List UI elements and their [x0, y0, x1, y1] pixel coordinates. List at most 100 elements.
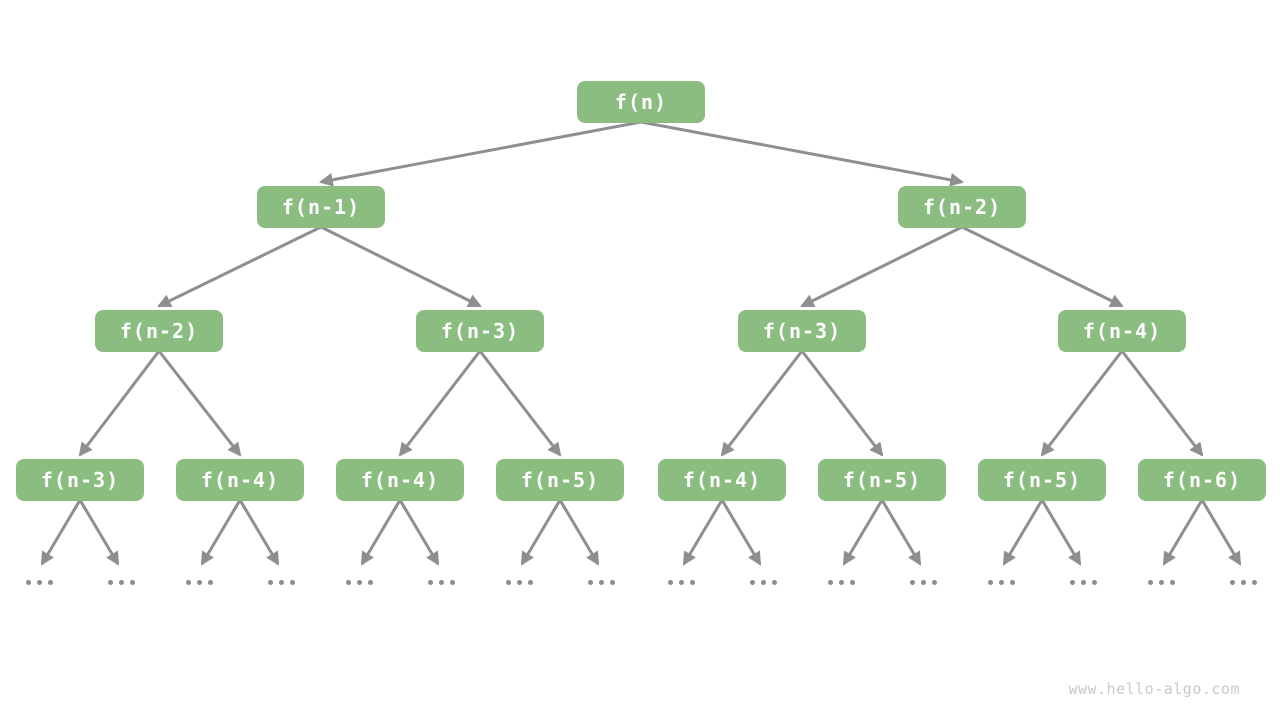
tree-node-n4: f(n-3) [416, 310, 544, 352]
ellipsis-leaf [185, 580, 213, 585]
ellipsis-leaf [987, 580, 1015, 585]
ellipsis-dot [609, 580, 615, 585]
ellipsis-leaf [427, 580, 455, 585]
edge-arrow [720, 499, 762, 566]
edge-arrow [520, 499, 562, 566]
ellipsis-leaf [505, 580, 533, 585]
ellipsis-dot [129, 580, 135, 585]
edge-arrow [880, 499, 922, 566]
edge-arrow [640, 120, 965, 187]
tree-node-n5: f(n-3) [738, 310, 866, 352]
edge-arrow [200, 499, 242, 566]
ellipsis-dot [1080, 580, 1086, 585]
ellipsis-dot [998, 580, 1004, 585]
ellipsis-leaf [1229, 580, 1257, 585]
tree-node-n8: f(n-4) [176, 459, 304, 501]
edge-arrow [398, 350, 482, 457]
ellipsis-dot [909, 580, 915, 585]
ellipsis-dot [667, 580, 673, 585]
watermark: www.hello-algo.com [1068, 680, 1240, 698]
tree-node-n0: f(n) [577, 81, 705, 123]
ellipsis-dot [185, 580, 191, 585]
tree-node-n9: f(n-4) [336, 459, 464, 501]
edge-arrow [40, 499, 82, 566]
edge-arrow [157, 225, 322, 308]
tree-node-n3: f(n-2) [95, 310, 223, 352]
ellipsis-dot [760, 580, 766, 585]
ellipsis-dot [1158, 580, 1164, 585]
ellipsis-dot [25, 580, 31, 585]
ellipsis-dot [427, 580, 433, 585]
ellipsis-dot [749, 580, 755, 585]
ellipsis-dot [678, 580, 684, 585]
tree-node-n1: f(n-1) [257, 186, 385, 228]
tree-node-n14: f(n-6) [1138, 459, 1266, 501]
ellipsis-dot [849, 580, 855, 585]
ellipsis-leaf [749, 580, 777, 585]
tree-node-n12: f(n-5) [818, 459, 946, 501]
ellipsis-dot [1240, 580, 1246, 585]
tree-node-n10: f(n-5) [496, 459, 624, 501]
ellipsis-leaf [345, 580, 373, 585]
ellipsis-leaf [267, 580, 295, 585]
edge-arrow [800, 350, 884, 457]
ellipsis-dot [267, 580, 273, 585]
ellipsis-dot [196, 580, 202, 585]
edge-arrow [1120, 350, 1204, 457]
ellipsis-dot [118, 580, 124, 585]
ellipsis-dot [207, 580, 213, 585]
edge-arrow [320, 225, 482, 308]
edge-arrow [1002, 499, 1044, 566]
edge-arrow [1200, 499, 1242, 566]
ellipsis-leaf [667, 580, 695, 585]
edge-arrow [360, 499, 402, 566]
edge-arrow [682, 499, 724, 566]
edge-arrow [478, 350, 562, 457]
ellipsis-dot [345, 580, 351, 585]
ellipsis-leaf [107, 580, 135, 585]
tree-node-n6: f(n-4) [1058, 310, 1186, 352]
ellipsis-dot [1009, 580, 1015, 585]
edge-arrow [800, 225, 963, 308]
tree-node-n7: f(n-3) [16, 459, 144, 501]
ellipsis-leaf [1147, 580, 1175, 585]
edge-arrow [398, 499, 440, 566]
ellipsis-dot [1169, 580, 1175, 585]
edge-arrow [558, 499, 600, 566]
ellipsis-dot [289, 580, 295, 585]
edge-arrow [961, 225, 1124, 308]
ellipsis-dot [1251, 580, 1257, 585]
ellipsis-dot [36, 580, 42, 585]
ellipsis-leaf [25, 580, 53, 585]
edge-arrow [842, 499, 884, 566]
ellipsis-dot [356, 580, 362, 585]
edge-arrow [78, 350, 161, 457]
ellipsis-leaf [827, 580, 855, 585]
ellipsis-dot [827, 580, 833, 585]
ellipsis-dot [689, 580, 695, 585]
edge-arrow [238, 499, 280, 566]
ellipsis-leaf [1069, 580, 1097, 585]
ellipsis-dot [516, 580, 522, 585]
ellipsis-dot [920, 580, 926, 585]
ellipsis-dot [278, 580, 284, 585]
edge-arrow [720, 350, 804, 457]
tree-node-n13: f(n-5) [978, 459, 1106, 501]
ellipsis-dot [367, 580, 373, 585]
ellipsis-leaf [587, 580, 615, 585]
ellipsis-dot [527, 580, 533, 585]
ellipsis-dot [987, 580, 993, 585]
ellipsis-dot [771, 580, 777, 585]
edge-arrow [1162, 499, 1204, 566]
edge-arrow [318, 120, 642, 187]
ellipsis-dot [587, 580, 593, 585]
ellipsis-dot [449, 580, 455, 585]
ellipsis-dot [598, 580, 604, 585]
edge-arrow [1040, 499, 1082, 566]
ellipsis-dot [47, 580, 53, 585]
edge-arrow [78, 499, 120, 566]
ellipsis-dot [1229, 580, 1235, 585]
tree-node-n11: f(n-4) [658, 459, 786, 501]
